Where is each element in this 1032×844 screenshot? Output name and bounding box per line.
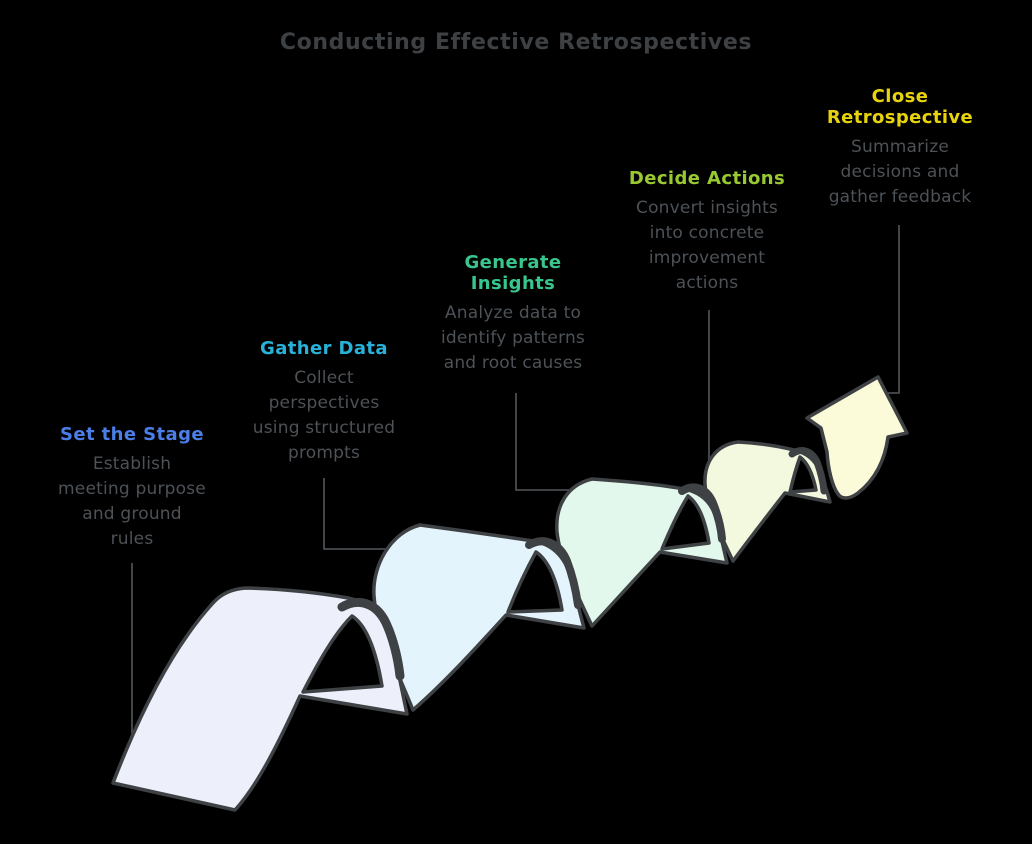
ribbon-loop-hole-2 — [506, 550, 564, 614]
ribbon-band-1 — [111, 586, 409, 812]
ribbon-segment-decide-actions — [703, 440, 832, 563]
connector-generate-insights — [515, 393, 570, 491]
stage-label: Gather Data — [260, 338, 388, 359]
ribbon-segment-gather-data — [372, 523, 586, 712]
stage-description: Establish meeting purpose and ground rul… — [58, 454, 206, 549]
stage-label: Generate Insights — [464, 252, 562, 294]
stage-description: Summarize decisions and gather feedback — [828, 137, 972, 207]
stage-generate-insights: Generate Insights Analyze data to identi… — [403, 252, 623, 376]
ribbon-arrowhead — [805, 375, 909, 500]
ribbon-fold-arc-3 — [678, 483, 726, 543]
connector-gather-data — [323, 478, 390, 550]
stage-label: Close Retrospective — [826, 86, 974, 128]
ribbon-loop-hole-3 — [660, 494, 711, 551]
stage-set-the-stage: Set the Stage Establish meeting purpose … — [22, 424, 242, 552]
stage-label: Set the Stage — [60, 424, 204, 445]
stage-description: Collect perspectives using structured pr… — [252, 368, 396, 463]
stage-decide-actions: Decide Actions Convert insights into con… — [597, 168, 817, 296]
ribbon-fold-arc-4 — [788, 447, 828, 495]
ribbon-loop-hole-4 — [788, 455, 818, 494]
connector-close-retrospective — [880, 225, 900, 394]
ribbon-segment-generate-insights — [555, 477, 729, 628]
stage-description: Convert insights into concrete improveme… — [636, 198, 778, 293]
ribbon-band-2 — [372, 523, 586, 712]
ribbon-loop-hole-1 — [301, 614, 384, 694]
stage-gather-data: Gather Data Collect perspectives using s… — [214, 338, 434, 466]
ribbon-segment-set-the-stage — [111, 586, 409, 812]
stage-close-retrospective: Close Retrospective Summarize decisions … — [790, 86, 1010, 210]
ribbon-fold-arc-2 — [525, 537, 582, 609]
diagram-title: Conducting Effective Retrospectives — [279, 30, 753, 55]
stage-label: Decide Actions — [628, 168, 786, 189]
ribbon-fold-arc-1 — [337, 598, 405, 681]
stage-description: Analyze data to identify patterns and ro… — [440, 303, 585, 373]
ribbon-band-3 — [555, 477, 729, 628]
ribbon-body — [111, 375, 909, 812]
